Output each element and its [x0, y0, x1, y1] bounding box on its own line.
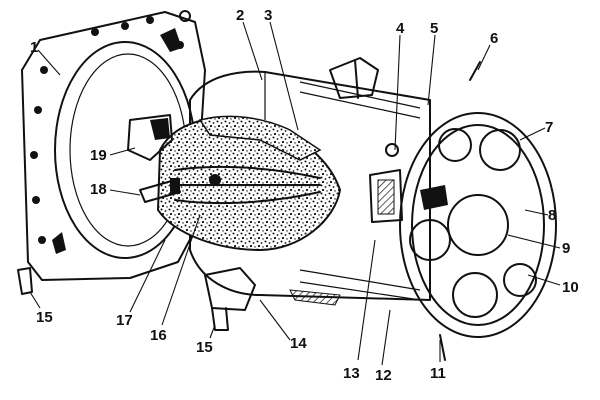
callout-1: 1: [30, 39, 38, 56]
callout-labels: 1 2 3 4 5 6 7 8 9 10 11 12 13 14 15 15 1…: [30, 7, 579, 384]
inner-chamber: [127, 114, 173, 161]
callout-12: 12: [375, 367, 392, 384]
callout-14: 14: [290, 335, 307, 352]
callout-11: 11: [430, 365, 446, 382]
igniter: [139, 178, 181, 203]
callout-8: 8: [548, 207, 556, 224]
front-flange-ring: [17, 10, 206, 295]
callout-16: 16: [150, 327, 167, 344]
callout-2: 2: [236, 7, 244, 24]
bottom-mounting-lug: [204, 267, 256, 331]
nozzle-ports: [409, 128, 537, 318]
callout-19: 19: [90, 147, 107, 164]
callout-7: 7: [545, 119, 553, 136]
callout-5: 5: [430, 20, 438, 37]
callout-10: 10: [562, 279, 579, 296]
callout-3: 3: [264, 7, 272, 24]
leader-lines: [29, 21, 561, 366]
callout-9: 9: [562, 240, 570, 257]
motor-casing: [189, 70, 431, 306]
aft-nozzle-ring: [369, 61, 557, 361]
callout-15-lug: 15: [196, 339, 213, 356]
callout-13: 13: [343, 365, 360, 382]
callout-18: 18: [90, 181, 107, 198]
callout-17: 17: [116, 312, 133, 329]
propellant-grain-cutaway: [156, 115, 342, 252]
callout-15-flange: 15: [36, 309, 53, 326]
callout-6: 6: [490, 30, 498, 47]
top-mounting-lug: [329, 57, 379, 99]
callout-4: 4: [396, 20, 405, 37]
